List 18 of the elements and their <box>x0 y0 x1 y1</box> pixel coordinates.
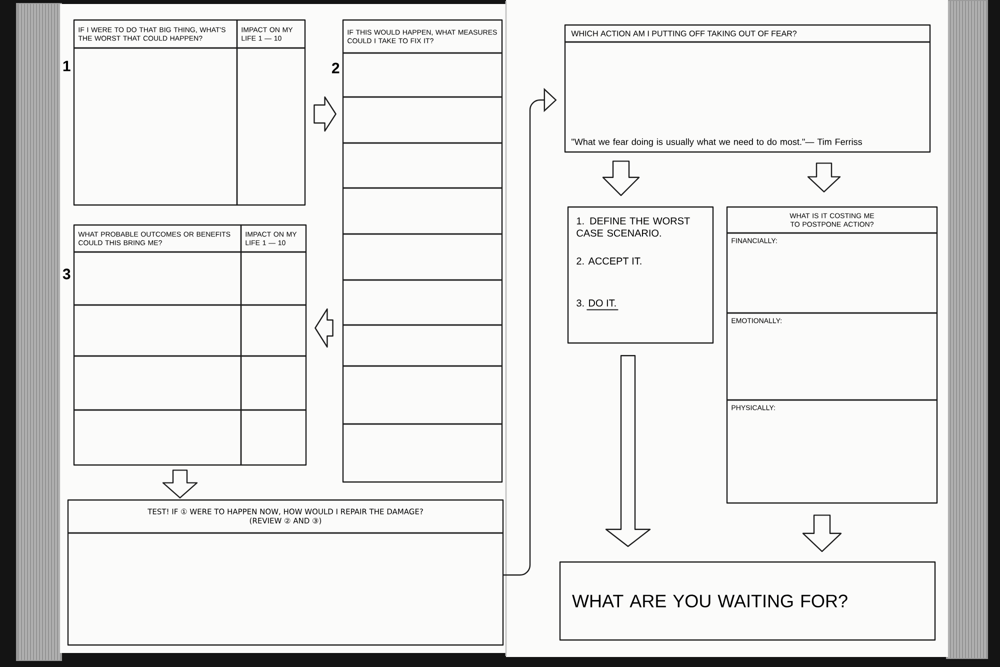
block-arrow <box>162 470 198 498</box>
step-number: 3 <box>62 268 70 280</box>
steps-box <box>567 206 714 344</box>
block-arrow <box>314 308 334 348</box>
step-number: 1 <box>63 60 70 72</box>
block-arrow <box>605 355 651 547</box>
connector-arrow <box>502 88 557 576</box>
block-arrow <box>602 160 640 196</box>
block-arrow <box>802 514 842 552</box>
answer-box: "What we fear doing is usually what we need to do most."— Tim Ferriss <box>564 41 931 153</box>
message-box: WHAT ARE YOU WAITING FOR? <box>559 561 936 641</box>
header-cell: WHICH ACTION AM I PUTTING OFF TAKING OUT OF FEAR? <box>564 24 931 43</box>
step-text: 3. DO IT. <box>576 299 618 310</box>
block-arrow <box>314 96 336 132</box>
step-text: 2. ACCEPT IT. <box>576 257 642 265</box>
step-number: 2 <box>332 62 340 74</box>
block-arrow <box>807 162 841 192</box>
step-text: 1. DEFINE THE WORST CASE SCENARIO. <box>576 217 690 237</box>
